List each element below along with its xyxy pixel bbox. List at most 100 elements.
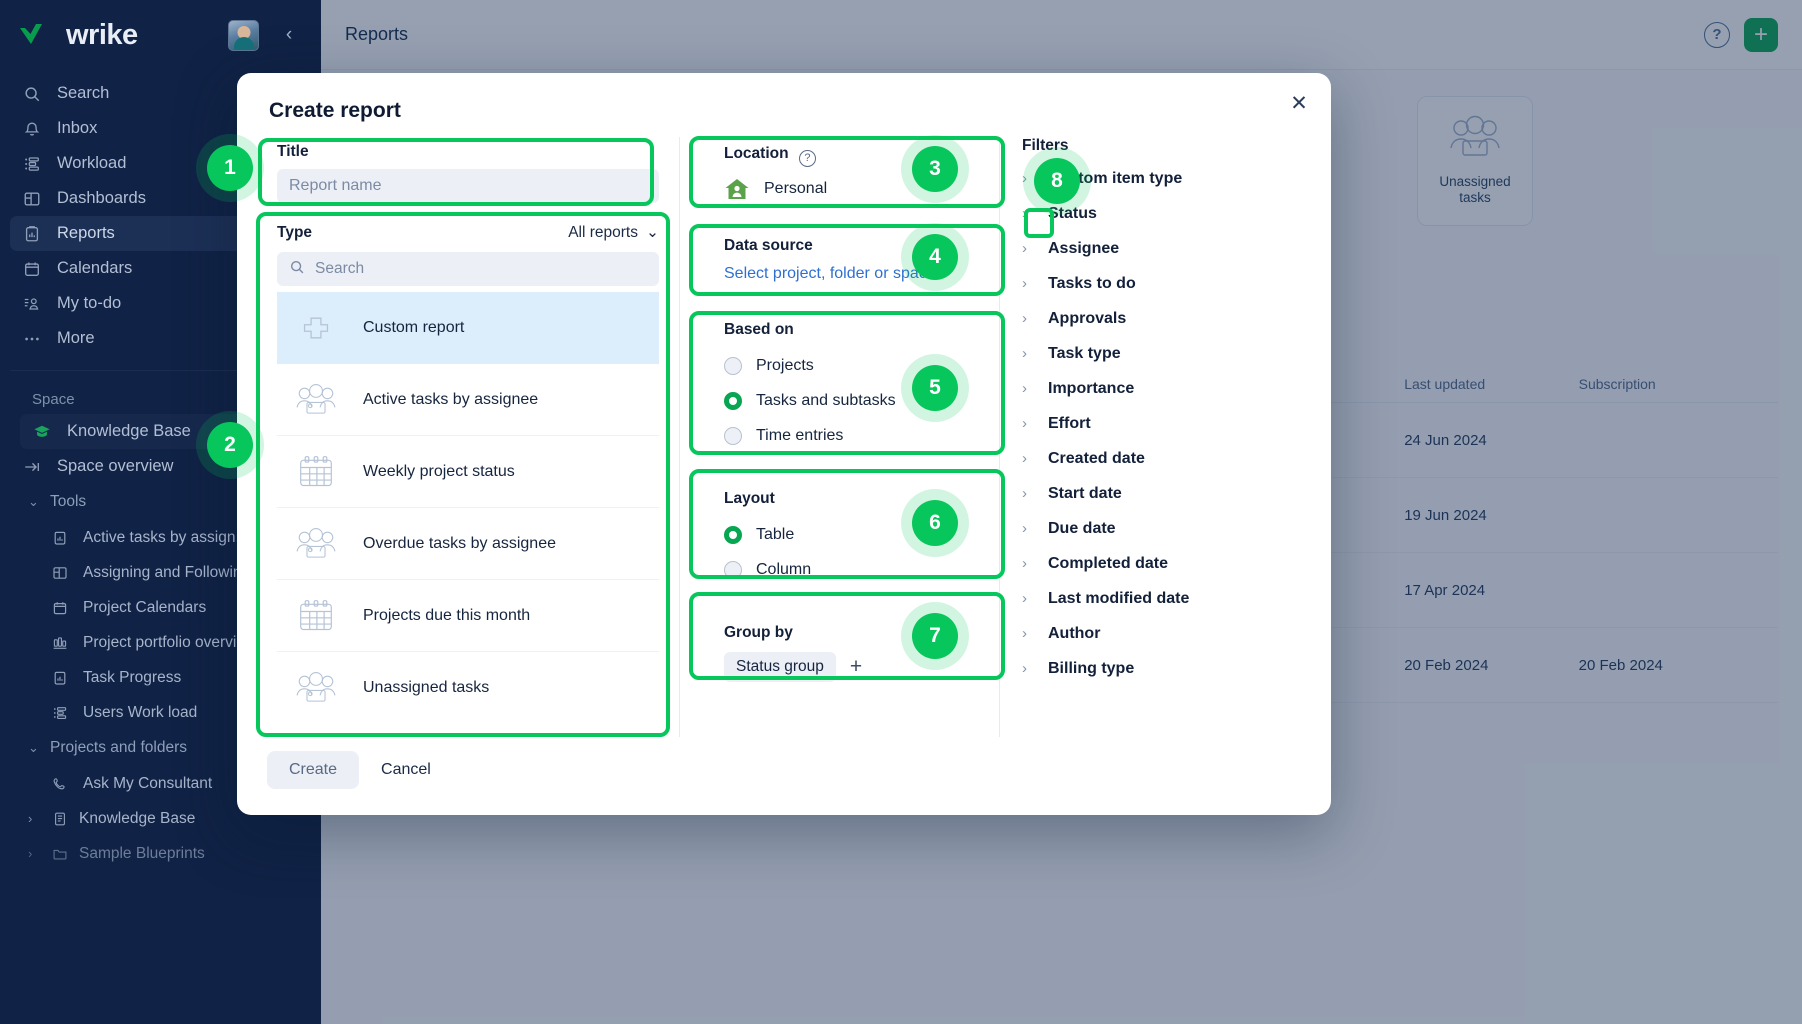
based-on-label: Based on [724,320,794,338]
based-on-option-projects[interactable]: Projects [724,349,979,384]
graduation-cap-icon [32,422,51,441]
cancel-button[interactable]: Cancel [373,761,439,779]
report-type-weekly-project-status[interactable]: Weekly project status [277,436,659,508]
sidebar-tool-assigning-following[interactable]: Assigning and Following [10,555,311,590]
todo-icon [22,294,41,313]
dashboard-icon [22,189,41,208]
sidebar-item-more[interactable]: More [10,321,311,356]
dialog-title: Create report [269,99,401,122]
dashboard-icon [50,563,69,582]
chevron-right-icon: › [1022,240,1027,257]
type-filter-dropdown[interactable]: All reports ⌄ [568,223,659,242]
collapse-sidebar-icon[interactable]: ‹ [285,24,293,45]
location-value-row[interactable]: Personal [724,177,979,201]
add-group-by-icon[interactable]: + [849,654,863,678]
cell-last-updated: 19 Jun 2024 [1404,506,1487,524]
filter-task-type[interactable]: › Task type [1022,336,1301,371]
chevron-right-icon: › [1022,275,1027,292]
step-badge-1: 1 [207,145,253,191]
sidebar-label: Space overview [57,457,174,475]
filter-label: Author [1048,624,1101,642]
report-type-overdue-tasks-by-assignee[interactable]: Overdue tasks by assignee [277,508,659,580]
filter-billing-type[interactable]: › Billing type [1022,651,1301,686]
filter-effort[interactable]: › Effort [1022,406,1301,441]
cell-last-updated: 17 Apr 2024 [1404,581,1486,599]
sidebar-group-tools[interactable]: ⌄ Tools [10,484,311,520]
type-search-input[interactable]: Search [277,252,659,286]
sidebar-header: wrike ‹ [0,0,321,70]
filter-last-modified-date[interactable]: › Last modified date [1022,581,1301,616]
help-circle-icon[interactable]: ? [1704,21,1730,48]
based-on-option-tasks-and-subtasks[interactable]: Tasks and subtasks [724,384,979,419]
sidebar-item-inbox[interactable]: Inbox [10,111,311,146]
filter-assignee[interactable]: › Assignee [1022,231,1301,266]
data-source-select-link[interactable]: Select project, folder or space [724,264,936,282]
layout-option-column[interactable]: Column [724,553,979,588]
report-type-unassigned-tasks[interactable]: Unassigned tasks [277,652,659,724]
filter-author[interactable]: › Author [1022,616,1301,651]
filter-tasks-to-do[interactable]: › Tasks to do [1022,266,1301,301]
report-title-input[interactable]: Report name [277,169,659,203]
sidebar-project-sample-blueprints[interactable]: › Sample Blueprints [10,836,311,871]
sidebar-item-space-overview[interactable]: Space overview [10,449,311,484]
calendar-icon [22,259,41,278]
sidebar-tool-project-calendars[interactable]: Project Calendars [10,590,311,625]
chevron-right-icon: › [1022,625,1027,642]
filter-created-date[interactable]: › Created date [1022,441,1301,476]
layout-option-table[interactable]: Table [724,518,979,553]
search-placeholder: Search [315,260,365,277]
sidebar-tool-task-progress[interactable]: Task Progress [10,660,311,695]
chevron-right-icon[interactable]: › [28,846,33,861]
option-label: Projects [756,357,814,374]
search-icon [22,84,41,103]
sidebar-label: Active tasks by assign... [83,528,249,546]
chevron-right-icon: › [1022,520,1027,537]
bell-icon [22,119,41,138]
report-type-projects-due-this-month[interactable]: Projects due this month [277,580,659,652]
avatar[interactable] [228,19,259,51]
plus-icon[interactable]: + [1744,17,1778,52]
report-template-tiles: Unassigned tasks [321,70,1802,236]
ellipsis-icon [22,329,41,348]
filter-start-date[interactable]: › Start date [1022,476,1301,511]
tile-label: Unassigned tasks [1439,173,1511,206]
filter-custom-item-type[interactable]: › Custom item type [1022,161,1301,196]
sidebar-item-search[interactable]: Search [10,76,311,111]
sidebar-project-ask-my-consultant[interactable]: Ask My Consultant [10,766,311,801]
sidebar-group-projects-folders[interactable]: ⌄ Projects and folders [10,730,311,766]
question-circle-icon[interactable]: ? [798,149,816,167]
report-type-active-tasks-by-assignee[interactable]: Active tasks by assignee [277,364,659,436]
sidebar-item-workload[interactable]: Workload [10,146,311,181]
calendar-icon [291,595,341,637]
based-on-option-time-entries[interactable]: Time entries [724,419,979,454]
folder-icon [50,844,69,863]
chevron-right-icon: › [1022,345,1027,362]
report-type-custom-report[interactable]: Custom report [277,292,659,364]
chevron-down-icon: ⌄ [646,224,659,241]
filter-label: Assignee [1048,239,1120,257]
title-placeholder: Report name [289,177,382,194]
type-filter-label: All reports [568,223,638,241]
sidebar-item-calendars[interactable]: Calendars [10,251,311,286]
sidebar-label: My to-do [57,294,122,312]
sidebar-tool-project-portfolio[interactable]: Project portfolio overview [10,625,311,660]
sidebar-item-my-todo[interactable]: My to-do [10,286,311,321]
create-button[interactable]: Create [267,751,360,789]
group-by-chip-status-group[interactable]: Status group [724,651,836,682]
filter-importance[interactable]: › Importance [1022,371,1301,406]
chevron-right-icon[interactable]: › [28,811,33,826]
data-source-card: Data source Select project, folder or sp… [712,229,989,295]
chevron-right-icon[interactable]: › [1022,205,1027,222]
filter-label: Custom item type [1048,169,1183,187]
sidebar-tool-active-tasks[interactable]: Active tasks by assign... [10,520,311,555]
close-icon[interactable]: ✕ [1290,91,1308,115]
tile-unassigned-tasks[interactable]: Unassigned tasks [1417,96,1533,226]
filter-completed-date[interactable]: › Completed date [1022,546,1301,581]
filter-due-date[interactable]: › Due date [1022,511,1301,546]
sidebar-project-knowledge-base[interactable]: › Knowledge Base [10,801,311,836]
chevron-down-icon: ⌄ [28,494,39,509]
sidebar-tool-users-workload[interactable]: Users Work load [10,695,311,730]
filter-approvals[interactable]: › Approvals [1022,301,1301,336]
sidebar-label: Ask My Consultant [83,774,213,792]
sidebar-item-dashboards[interactable]: Dashboards [10,181,311,216]
